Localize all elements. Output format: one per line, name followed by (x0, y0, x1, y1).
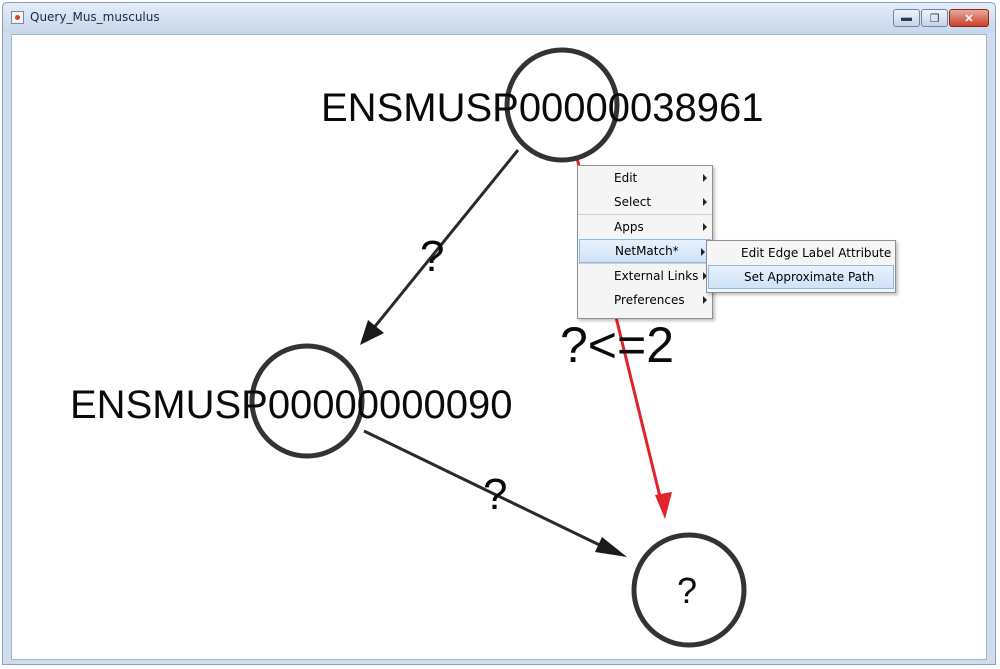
close-icon: ✕ (964, 12, 974, 25)
minimize-icon: ▬ (901, 12, 912, 24)
window-title: Query_Mus_musculus (30, 10, 160, 24)
netmatch-submenu: Edit Edge Label Attribute Set Approximat… (706, 240, 896, 293)
edge-label-n1-n2: ? (420, 232, 445, 281)
node-label-n1: ENSMUSP00000038961 (321, 86, 764, 130)
minimize-button[interactable]: ▬ (893, 9, 920, 27)
java-app-icon (11, 11, 24, 24)
submenu-item-set-approximate-path[interactable]: Set Approximate Path (708, 265, 894, 289)
node-n1[interactable] (504, 47, 620, 163)
restore-icon: ❐ (929, 12, 940, 25)
node-n3[interactable] (631, 532, 747, 648)
menu-item-select[interactable]: Select (578, 190, 712, 214)
chevron-right-icon (703, 272, 707, 280)
chevron-right-icon (703, 296, 707, 304)
menu-item-apps[interactable]: Apps (578, 214, 712, 239)
menu-item-external-links[interactable]: External Links (578, 263, 712, 288)
node-label-n3: ? (677, 570, 698, 611)
chevron-right-icon (701, 248, 705, 256)
network-canvas[interactable]: ENSMUSP00000038961 ENSMUSP00000000090 ? … (11, 34, 987, 660)
menu-item-netmatch[interactable]: NetMatch* (579, 239, 711, 263)
edge-n1-n3-arrowhead (655, 492, 672, 519)
edge-n2-n3-arrowhead (595, 537, 627, 557)
window-controls: ▬ ❐ ✕ (893, 9, 989, 29)
edge-label-n2-n3: ? (483, 470, 508, 519)
submenu-item-edit-edge-label-attribute[interactable]: Edit Edge Label Attribute (741, 246, 892, 260)
title-bar[interactable]: Query_Mus_musculus ▬ ❐ ✕ (3, 3, 995, 33)
menu-item-edit[interactable]: Edit (578, 166, 712, 190)
node-n2[interactable] (249, 343, 365, 459)
chevron-right-icon (703, 223, 707, 231)
close-button[interactable]: ✕ (949, 9, 989, 27)
edge-n2-n3[interactable] (363, 429, 615, 554)
chevron-right-icon (703, 174, 707, 182)
edge-n1-n2[interactable] (362, 149, 520, 341)
context-menu: Edit Select Apps NetMatch* External Link… (577, 165, 713, 319)
edge-n1-n2-arrowhead (360, 320, 384, 345)
node-label-n2: ENSMUSP00000000090 (70, 383, 513, 427)
chevron-right-icon (703, 198, 707, 206)
restore-button[interactable]: ❐ (921, 9, 948, 27)
menu-item-preferences[interactable]: Preferences (578, 288, 712, 312)
edge-label-n1-n3: ?<=2 (560, 317, 675, 373)
